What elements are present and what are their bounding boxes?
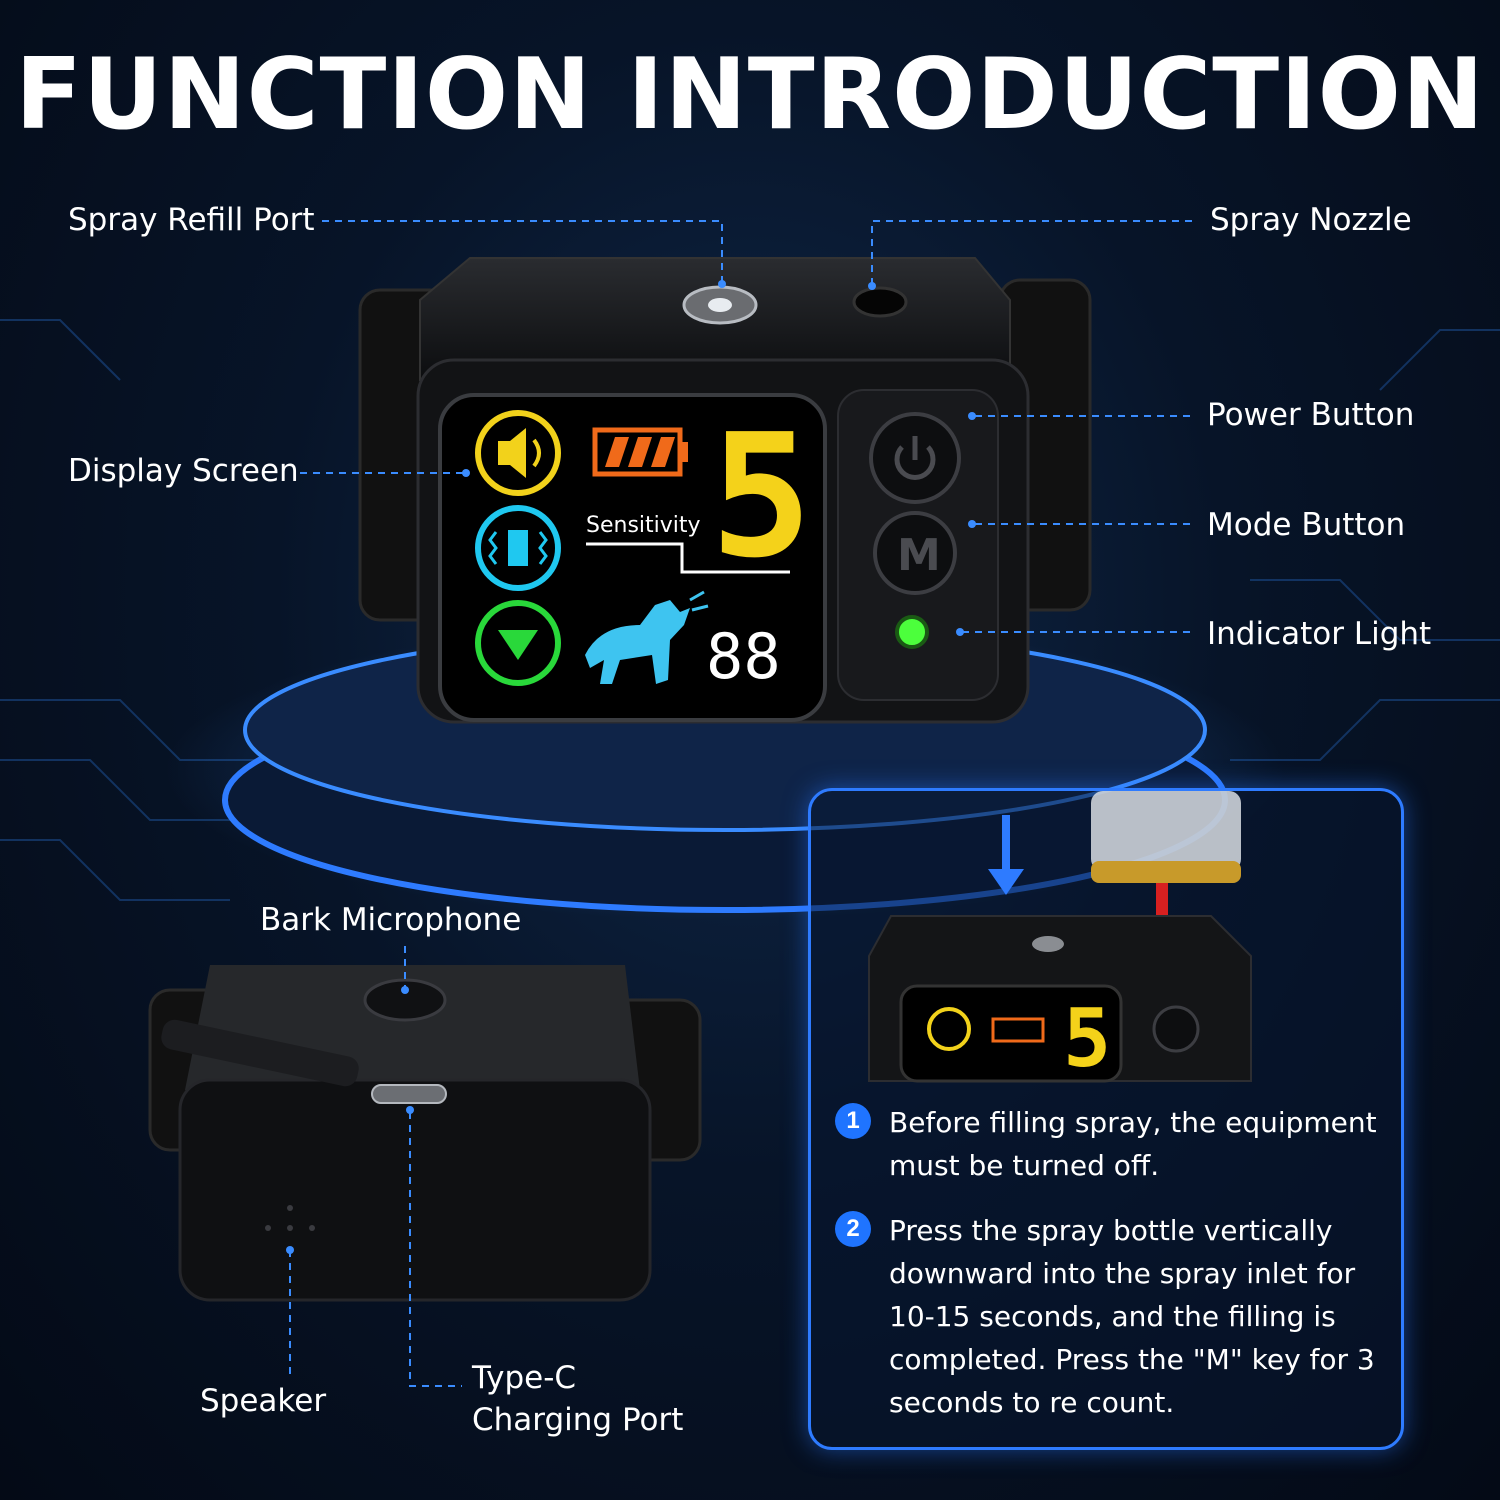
speaker-grille [265,1205,315,1231]
mini-sensitivity-value: 5 [1063,992,1111,1085]
leader-lines [289,220,1192,1387]
dog-barking-icon [585,590,709,684]
callout-display-screen: Display Screen [68,453,299,489]
vibration-icon [475,505,561,591]
callout-type-c-line2: Charging Port [472,1402,684,1438]
callout-mode-button: Mode Button [1207,507,1406,543]
spray-bottle [1091,791,1241,871]
callout-spray-nozzle: Spray Nozzle [1210,202,1412,238]
mini-battery-icon [991,1017,1045,1043]
bark-microphone [363,978,447,1022]
leader-dots [286,280,976,1254]
sensitivity-value: 5 [710,398,812,596]
mini-sound-icon [927,1007,971,1051]
refill-port-center [708,298,732,312]
refill-illustration: 5 [868,791,1252,1085]
callout-type-c-line1: Type-C [472,1360,577,1396]
indicator-light [895,615,929,649]
callout-indicator-light: Indicator Light [1207,616,1432,652]
mode-button[interactable] [873,511,957,595]
counter-digits: 88 [706,620,781,693]
power-icon [894,436,936,480]
display-screen [438,393,827,722]
step-2-number: 2 [835,1211,871,1247]
sensitivity-divider [586,542,790,574]
step-1-text: Before filling spray, the equipment must… [889,1106,1377,1182]
callout-power-button: Power Button [1207,397,1415,433]
callout-spray-refill-port: Spray Refill Port [68,202,315,238]
mini-power-button [1152,1005,1200,1053]
refill-instructions-panel: 5 1 Before filling spray, the equipment … [808,788,1404,1450]
battery-icon [592,427,688,477]
mode-key-label: M [897,530,941,581]
step-1: 1 Before filling spray, the equipment mu… [835,1101,1395,1187]
bottle-cap [1091,861,1241,883]
spray-nozzle [852,286,908,318]
sound-icon [475,410,561,496]
lower-device-body [178,1078,652,1302]
spray-icon [475,600,561,686]
page-title: FUNCTION INTRODUCTION [15,38,1485,152]
callout-speaker: Speaker [200,1383,327,1419]
down-arrow-icon [988,815,1024,895]
step-1-number: 1 [835,1103,871,1139]
sensitivity-label: Sensitivity [586,513,701,538]
type-c-port [371,1084,447,1104]
collar-clip [161,1019,359,1087]
mini-refill-port [1032,936,1064,952]
callout-bark-microphone: Bark Microphone [260,902,522,938]
step-2: 2 Press the spray bottle vertically down… [835,1209,1395,1424]
step-2-text: Press the spray bottle vertically downwa… [889,1214,1375,1419]
